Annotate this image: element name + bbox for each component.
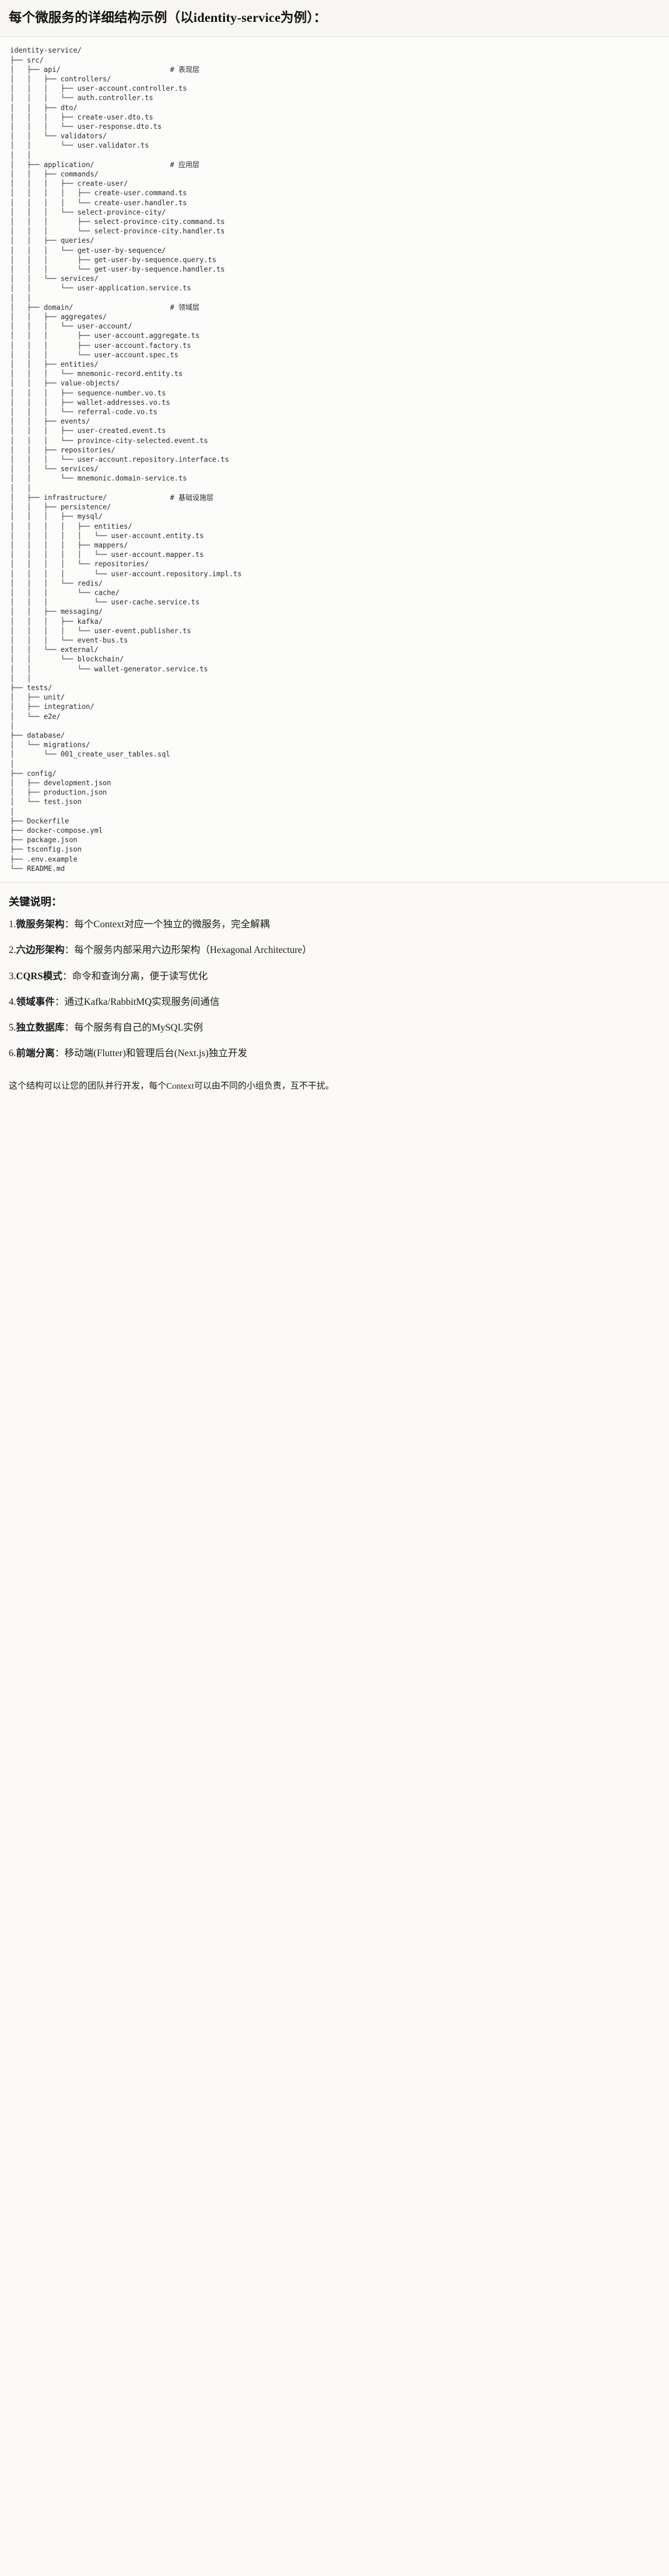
note-description: 移动端(Flutter)和管理后台(Next.js)独立开发	[64, 1048, 248, 1059]
note-separator: ：	[64, 1022, 74, 1034]
footer-note: 这个结构可以让您的团队并行开发，每个Context可以由不同的小组负责，互不干扰…	[9, 1081, 334, 1091]
directory-tree: identity-service/ ├── src/ │ ├── api/ # …	[10, 46, 242, 873]
note-number: 4.	[9, 996, 16, 1007]
note-item: 6.前端分离：移动端(Flutter)和管理后台(Next.js)独立开发	[9, 1046, 660, 1061]
note-description: 每个Context对应一个独立的微服务，完全解耦	[74, 919, 270, 930]
note-description: 通过Kafka/RabbitMQ实现服务间通信	[64, 996, 220, 1007]
page-root: 每个微服务的详细结构示例（以identity-service为例）： ident…	[0, 0, 669, 1106]
note-separator: ：	[64, 945, 74, 956]
note-separator: ：	[64, 919, 74, 930]
note-term: 独立数据库	[16, 1022, 65, 1034]
note-term: 六边形架构	[16, 945, 65, 956]
note-number: 5.	[9, 1022, 16, 1034]
note-number: 3.	[9, 970, 16, 982]
page-title: 每个微服务的详细结构示例（以identity-service为例）：	[9, 10, 327, 25]
code-block: identity-service/ ├── src/ │ ├── api/ # …	[0, 37, 669, 883]
note-item: 3.CQRS模式：命令和查询分离，便于读写优化	[9, 969, 660, 984]
note-item: 5.独立数据库：每个服务有自己的MySQL实例	[9, 1021, 660, 1035]
note-description: 命令和查询分离，便于读写优化	[72, 970, 208, 982]
note-item: 2.六边形架构：每个服务内部采用六边形架构（Hexagonal Architec…	[9, 943, 660, 957]
notes-heading: 关键说明：	[9, 896, 62, 909]
note-separator: ：	[62, 970, 73, 982]
note-number: 1.	[9, 919, 16, 930]
page-header: 每个微服务的详细结构示例（以identity-service为例）：	[0, 0, 669, 38]
note-separator: ：	[54, 1048, 65, 1059]
note-term: 领域事件	[16, 996, 55, 1007]
note-term: 微服务架构	[16, 919, 65, 930]
note-description: 每个服务内部采用六边形架构（Hexagonal Architecture）	[74, 945, 312, 956]
note-number: 2.	[9, 945, 16, 956]
note-term: 前端分离	[16, 1048, 55, 1059]
note-item: 1.微服务架构：每个Context对应一个独立的微服务，完全解耦	[9, 917, 660, 932]
note-description: 每个服务有自己的MySQL实例	[74, 1022, 203, 1034]
note-term: CQRS模式	[16, 970, 63, 982]
note-number: 6.	[9, 1048, 16, 1059]
note-separator: ：	[54, 996, 65, 1007]
note-item: 4.领域事件：通过Kafka/RabbitMQ实现服务间通信	[9, 995, 660, 1009]
